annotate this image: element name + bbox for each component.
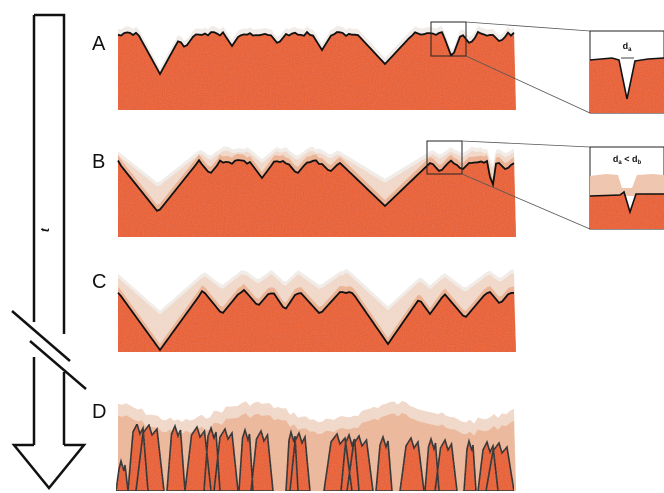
- inset-b-connector-top: [461, 140, 591, 148]
- time-arrow-break-line-2: [29, 340, 87, 390]
- panel-d: D: [92, 401, 516, 492]
- inset-b-group: da < db: [426, 140, 664, 230]
- inset-b-label: da < db: [613, 154, 642, 166]
- panels: A B C D: [92, 26, 516, 492]
- inset-a-substrate: [590, 58, 664, 113]
- time-arrow: t: [11, 13, 87, 490]
- panel-c-outline: [117, 288, 515, 352]
- time-arrow-shaft-upper: [32, 13, 66, 334]
- inset-a-group: da: [430, 21, 664, 114]
- inset-b-layer: [590, 174, 664, 196]
- inset-b-connector-bottom: [461, 173, 591, 230]
- panel-c-label: C: [92, 271, 106, 293]
- time-arrow-head: [11, 443, 87, 490]
- inset-b-substrate: [590, 192, 664, 229]
- panel-a: A: [92, 26, 516, 110]
- panel-a-substrate: [118, 32, 516, 110]
- inset-a-source-box: [430, 21, 467, 57]
- panel-a-label: A: [92, 33, 106, 55]
- inset-b-source-box: [426, 140, 463, 175]
- inset-a-outline: [589, 57, 664, 100]
- panel-c-substrate: [118, 290, 516, 352]
- panel-b-label: B: [92, 151, 105, 173]
- panel-d-label: D: [92, 401, 106, 423]
- inset-a-label: da: [623, 41, 633, 53]
- panel-a-outline: [117, 30, 515, 76]
- panel-c: C: [92, 268, 516, 352]
- panel-b: B: [92, 146, 516, 237]
- panel-b-outline: [117, 158, 515, 212]
- inset-b-outline: [589, 190, 664, 215]
- time-arrow-shaft-lower: [32, 357, 66, 445]
- panel-d-substrate-fingers: [115, 421, 515, 492]
- inset-a-connector-top: [465, 21, 591, 32]
- time-axis-label: t: [38, 227, 53, 232]
- time-arrow-break-line-1: [11, 310, 71, 362]
- inset-a-connector-bottom: [465, 55, 591, 114]
- panel-b-substrate: [118, 160, 516, 237]
